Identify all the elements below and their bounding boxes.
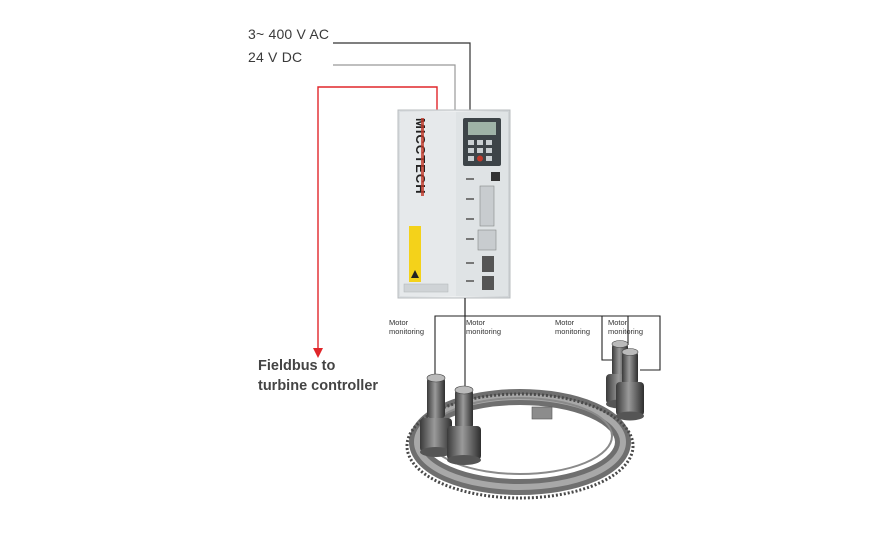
motor-label-line1: Motor [608, 318, 628, 327]
motor-label-line1: Motor [555, 318, 575, 327]
motor-label-line2: monitoring [389, 326, 425, 336]
monitor-bus-wire [434, 315, 661, 392]
motor-1 [420, 373, 452, 457]
warning-sticker [409, 226, 421, 282]
keypad-display [468, 122, 496, 135]
fieldbus-wire [317, 86, 438, 352]
dc-supply-label: 24 V DC [248, 49, 303, 65]
fieldbus-label-line2: turbine controller [258, 378, 379, 394]
motor-monitoring-label-2: Motor monitoring [466, 318, 502, 336]
ac-supply-wire [333, 42, 471, 113]
motor-label-line1: Motor [389, 318, 409, 327]
ac-supply-label: 3~ 400 V AC [248, 26, 330, 42]
fieldbus-label-line1: Fieldbus to [258, 358, 336, 374]
fieldbus-label: Fieldbus to turbine controller [258, 356, 378, 396]
motor-2 [447, 385, 481, 465]
motor-label-line2: monitoring [466, 326, 502, 336]
slewing-ring [405, 389, 635, 500]
motor-label-line1: Motor [466, 318, 486, 327]
drive-cabinet: MICCTECH [397, 109, 511, 299]
dc-supply-wire [333, 64, 456, 113]
motor-monitoring-label-4: Motor monitoring [608, 318, 644, 336]
drive-brand-logo: MICCTECH [413, 118, 428, 195]
motor-label-line2: monitoring [555, 326, 591, 336]
motor-monitoring-label-1: Motor monitoring [389, 318, 425, 336]
motor-monitoring-label-3: Motor monitoring [555, 318, 591, 336]
motor-4 [616, 348, 644, 421]
motor-label-line2: monitoring [608, 326, 644, 336]
fieldbus-arrowhead [313, 348, 323, 358]
